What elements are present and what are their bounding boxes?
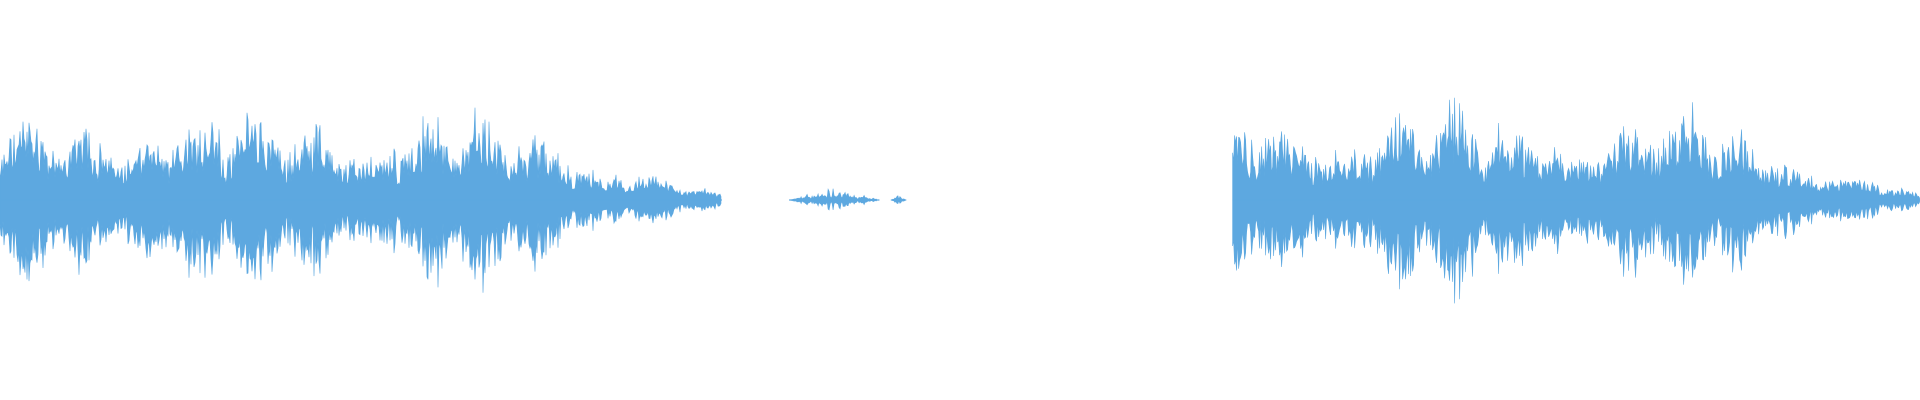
noise-blip-2 — [890, 195, 907, 204]
speech-segment-2 — [1232, 97, 1920, 304]
noise-blip-1-shape — [789, 188, 880, 211]
speech-segment-1 — [0, 107, 722, 293]
noise-blip-1 — [789, 188, 880, 211]
